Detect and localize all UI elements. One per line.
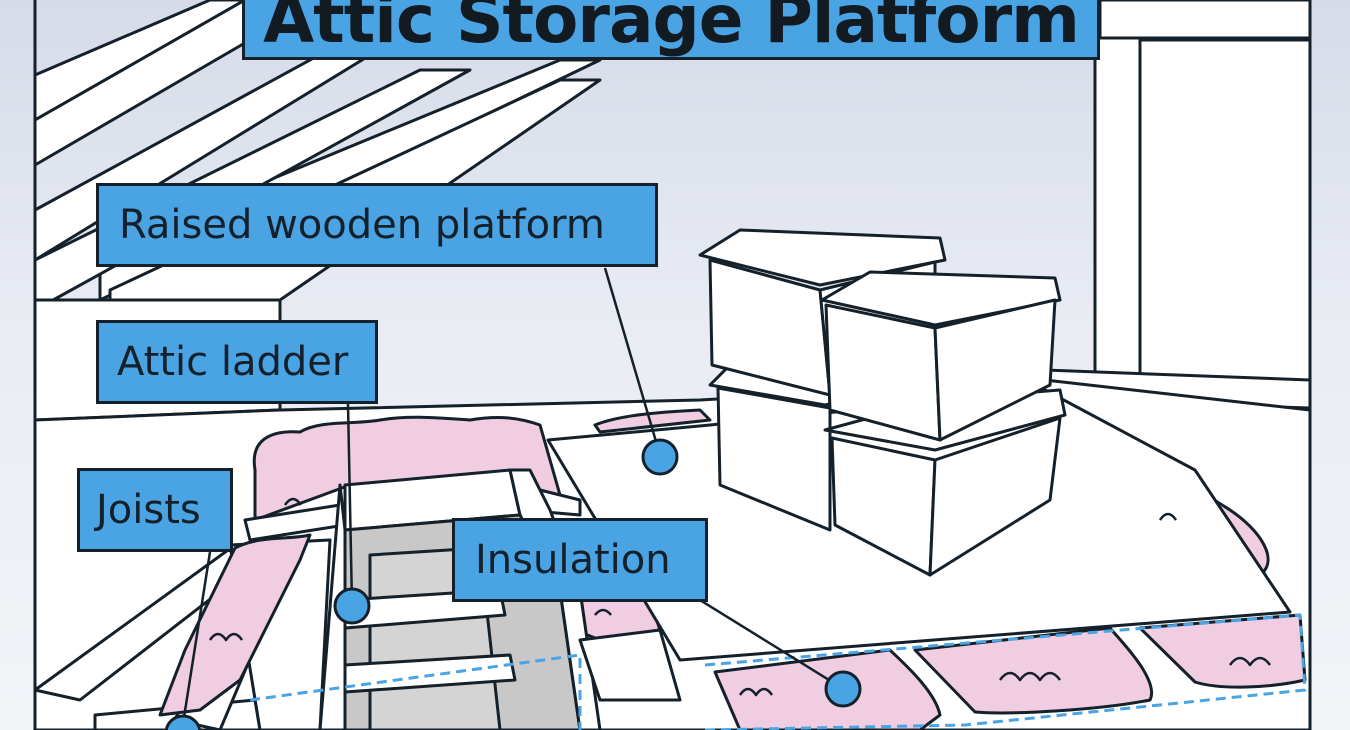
- label-raised-platform: Raised wooden platform: [96, 183, 658, 267]
- platform-marker: [641, 438, 679, 476]
- label-attic-ladder: Attic ladder: [96, 320, 378, 404]
- support-post: [1043, 0, 1312, 442]
- storage-box-front-top: [820, 270, 1062, 442]
- insulation-marker: [824, 670, 862, 708]
- label-joists: Joists: [77, 468, 233, 552]
- joists-marker: [164, 714, 202, 730]
- ladder-marker: [333, 587, 371, 625]
- dashed-bay-outline: [704, 613, 1307, 730]
- label-insulation: Insulation: [452, 518, 708, 602]
- page-title: Attic Storage Platform: [242, 0, 1100, 60]
